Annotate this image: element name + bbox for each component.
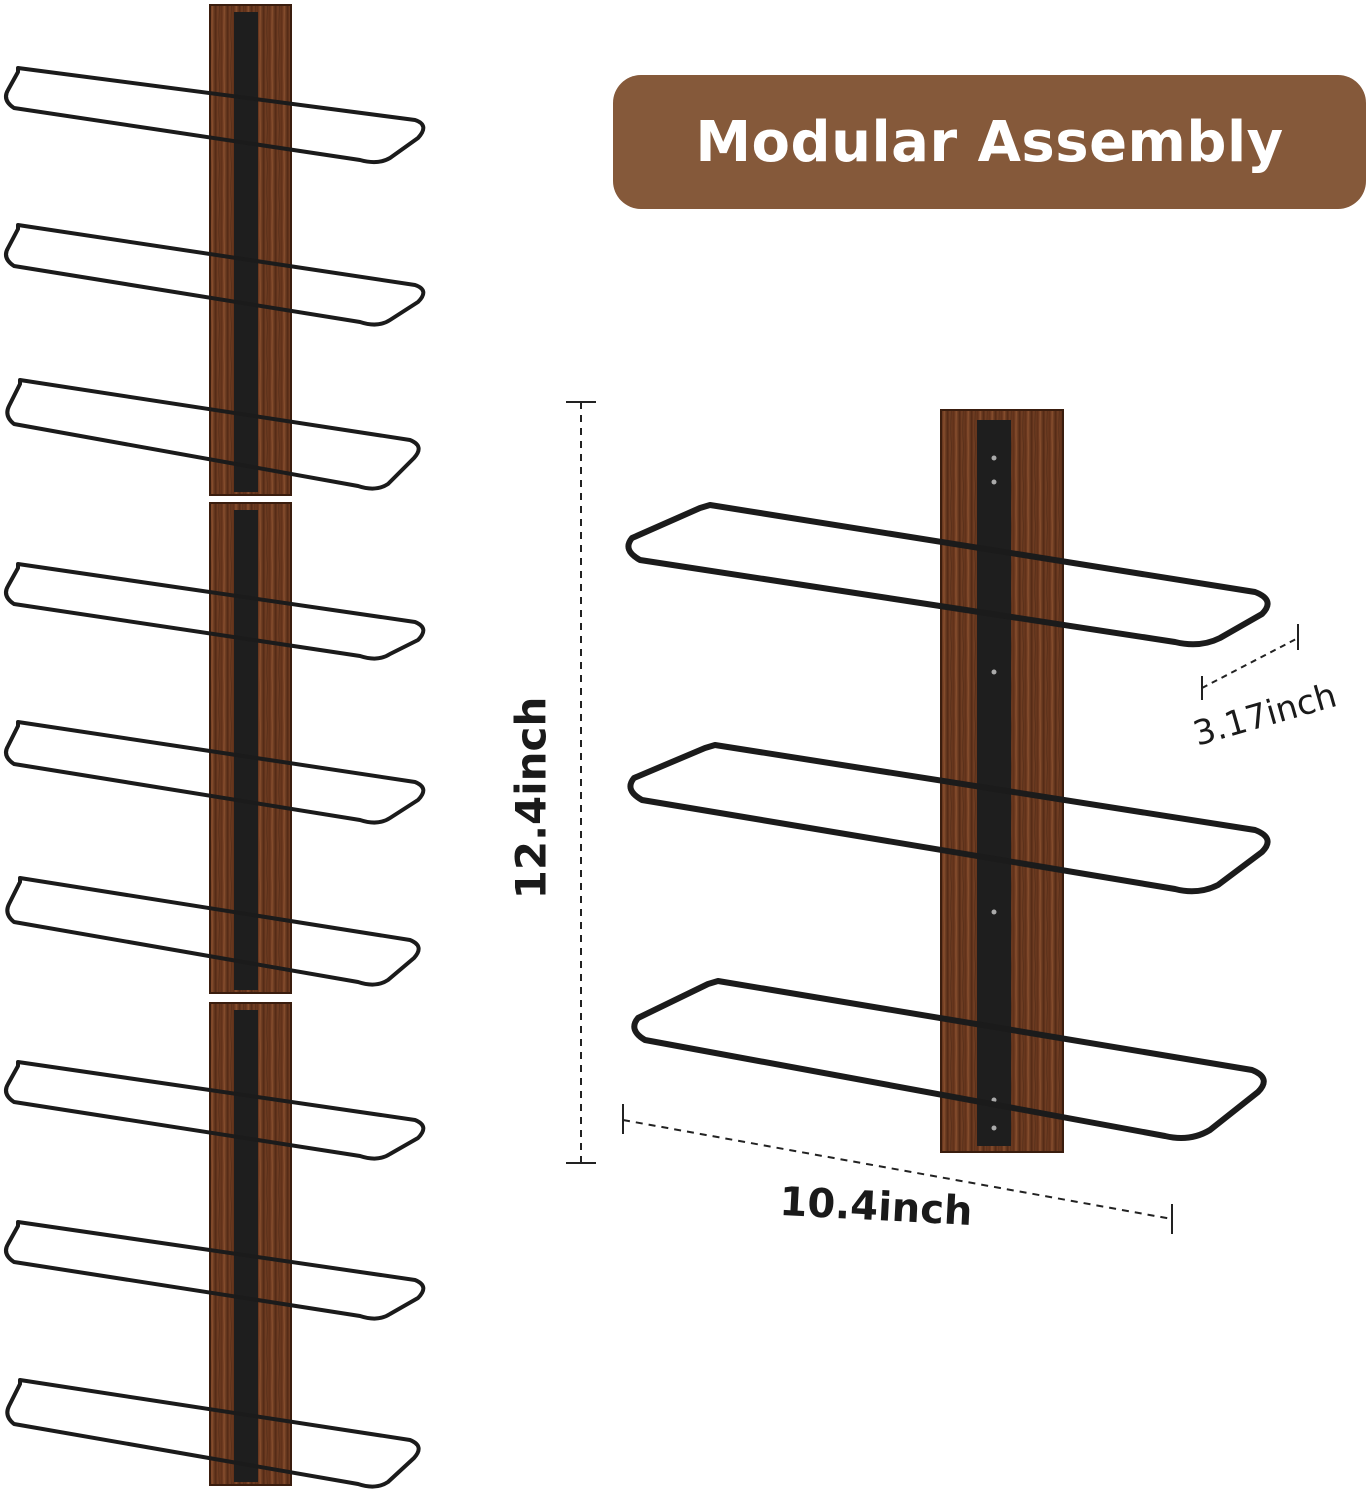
height-dimension-label: 12.4inch (506, 696, 556, 900)
stacked-modules (4, 4, 426, 1489)
depth-dimension-line (1201, 637, 1299, 689)
large-towel-bar-3 (631, 978, 1267, 1141)
dimension-lines (566, 401, 1299, 1234)
rack-module-1 (4, 4, 426, 496)
metal-strip (977, 420, 1011, 1146)
towel-bar-3 (5, 378, 421, 491)
towel-bar-2 (4, 223, 426, 327)
large-towel-bar-1 (625, 502, 1271, 648)
towel-bar-1 (4, 66, 426, 165)
metal-strip (234, 12, 258, 492)
towel-bar-5 (4, 720, 426, 825)
towel-bar-6 (5, 876, 421, 987)
width-dimension-line (622, 1119, 1173, 1220)
towel-bar-7 (4, 1060, 426, 1161)
towel-bar-8 (4, 1220, 426, 1321)
rack-module-2 (4, 502, 426, 994)
large-towel-bar-2 (627, 742, 1271, 895)
towel-bar-4 (4, 562, 426, 661)
rack-module-3 (4, 1002, 426, 1489)
towel-bar-9 (5, 1378, 421, 1489)
metal-strip (234, 510, 258, 990)
screw-holes (991, 455, 997, 1131)
metal-strip (234, 1010, 258, 1482)
modular-assembly-badge: Modular Assembly (613, 75, 1366, 209)
single-rack-module (625, 409, 1271, 1153)
